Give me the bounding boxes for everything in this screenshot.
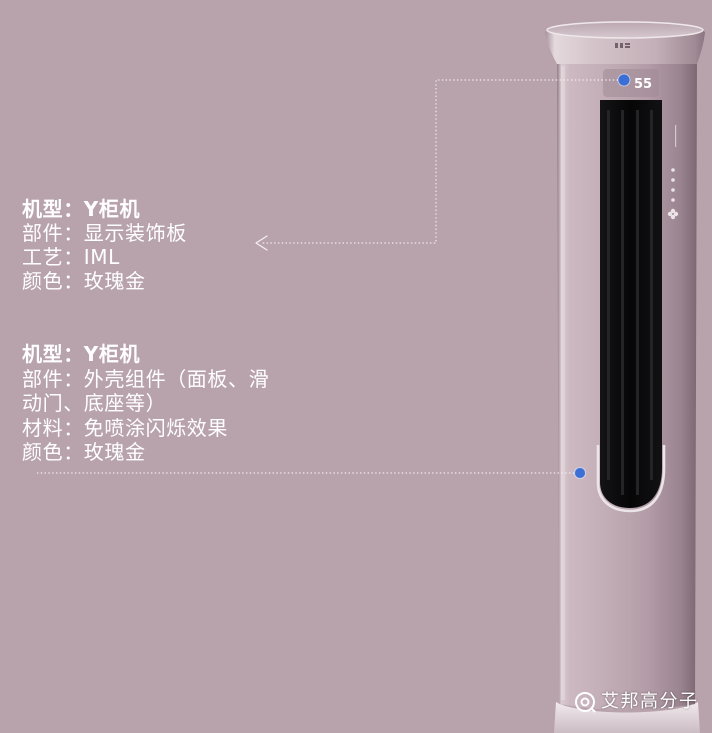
control-dot <box>671 178 675 182</box>
callout-part: 部件：显示装饰板 <box>22 221 187 245</box>
marker-dot-display-panel <box>617 73 631 87</box>
callout-shell: 机型：Y柜机 部件：外壳组件（面板、滑 动门、底座等） 材料：免喷涂闪烁效果 颜… <box>22 342 269 465</box>
control-dot <box>671 188 675 192</box>
callout-process: 工艺：IML <box>22 245 120 269</box>
side-controls <box>667 125 679 220</box>
display-window <box>603 69 659 97</box>
panel-silver-rim <box>596 445 666 513</box>
callout-color: 颜色：玫瑰金 <box>22 269 146 293</box>
control-dot <box>671 198 675 202</box>
callout-model: 机型：Y柜机 <box>22 197 141 221</box>
control-dot <box>671 168 675 172</box>
callout-display-panel: 机型：Y柜机 部件：显示装饰板 工艺：IML 颜色：玫瑰金 <box>22 197 187 293</box>
unit-base <box>554 702 700 733</box>
brand-logo <box>615 43 630 48</box>
callout-part: 部件：外壳组件（面板、滑 <box>22 366 270 391</box>
callout-material: 材料：免喷涂闪烁效果 <box>22 415 228 440</box>
callout-color: 颜色：玫瑰金 <box>22 440 146 464</box>
marker-dot-shell <box>574 467 586 479</box>
display-readout: 55 <box>634 77 652 92</box>
wechat-icon <box>575 692 596 713</box>
unit-top-face <box>546 21 704 39</box>
side-indicator-line <box>675 125 677 147</box>
callout-model: 机型：Y柜机 <box>22 342 141 366</box>
watermark: 艾邦高分子 <box>575 690 699 714</box>
callout-part-continued: 动门、底座等） <box>22 391 167 415</box>
flower-icon <box>667 208 679 220</box>
front-panel <box>600 100 662 508</box>
watermark-text: 艾邦高分子 <box>601 691 699 712</box>
leader-line-display-panel <box>262 79 618 244</box>
panel-louvers <box>607 110 653 495</box>
leader-arrowhead <box>255 235 268 251</box>
body-edge-highlight <box>561 66 565 700</box>
